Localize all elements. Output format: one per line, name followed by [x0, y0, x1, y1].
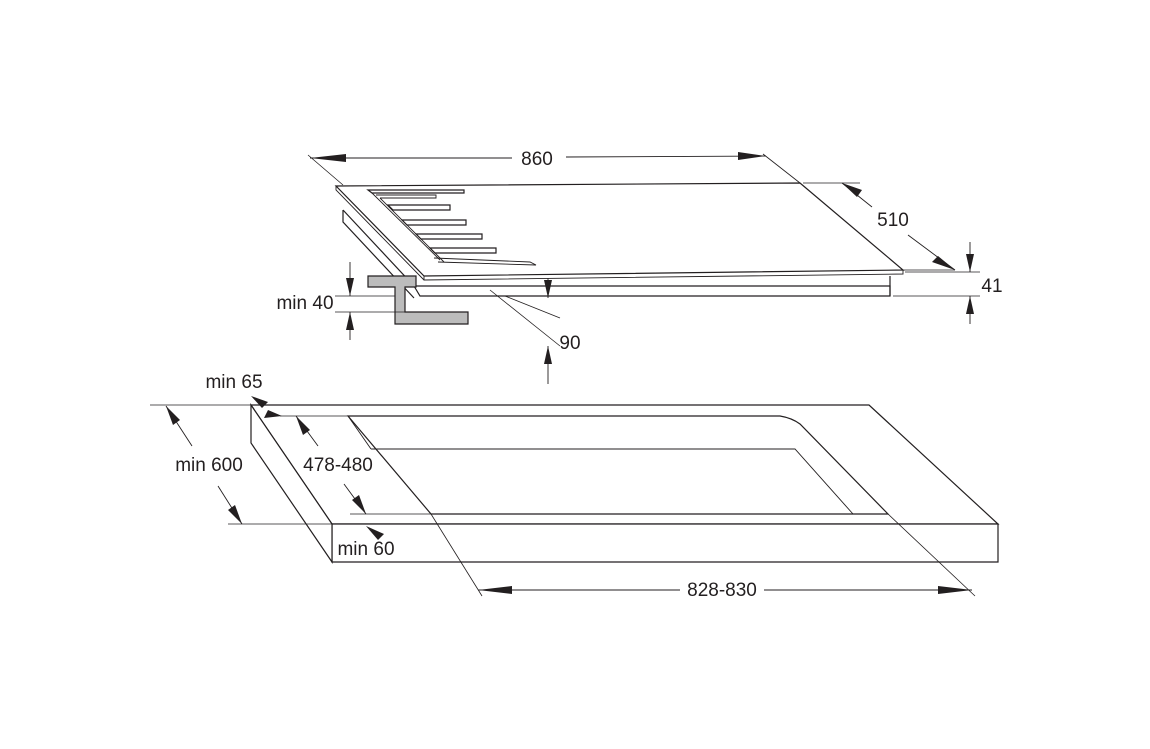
hob-glass-top [334, 182, 905, 277]
hob-glass-thickness-left [335, 186, 425, 281]
dim-depth-510 [803, 182, 956, 271]
label-90: 90 [559, 333, 580, 354]
dim-478-480 [295, 415, 431, 515]
worktop-front-edge [331, 523, 999, 563]
label-510: 510 [877, 210, 909, 231]
cutout-opening [346, 415, 890, 515]
dim-min-600 [165, 405, 332, 525]
cutout-inner-wall [371, 448, 854, 515]
label-41: 41 [981, 276, 1002, 297]
label-min-65: min 65 [205, 372, 262, 393]
dim-min-40 [335, 262, 405, 340]
hob-glass-thickness [423, 270, 904, 281]
label-828-830: 828-830 [687, 580, 757, 601]
dim-clearance-90 [489, 278, 561, 384]
dim-828-830 [430, 513, 976, 597]
label-478-480: 478-480 [303, 455, 373, 476]
dim-min-60 [366, 526, 384, 540]
hob-casing-side [342, 210, 415, 299]
hob-drawing [334, 182, 905, 325]
label-860: 860 [521, 149, 553, 170]
worktop-side-edge [250, 403, 333, 564]
dim-height-41 [893, 242, 980, 324]
label-min-40: min 40 [276, 293, 333, 314]
mounting-bracket [367, 275, 469, 325]
cutout-inner-edge [347, 415, 372, 450]
dim-min-65 [150, 396, 348, 418]
worktop-drawing [249, 403, 1000, 564]
dim-width-860 [307, 152, 801, 186]
label-min-600: min 600 [175, 455, 243, 476]
pan-support-bars [366, 189, 537, 266]
label-min-60: min 60 [337, 539, 394, 560]
